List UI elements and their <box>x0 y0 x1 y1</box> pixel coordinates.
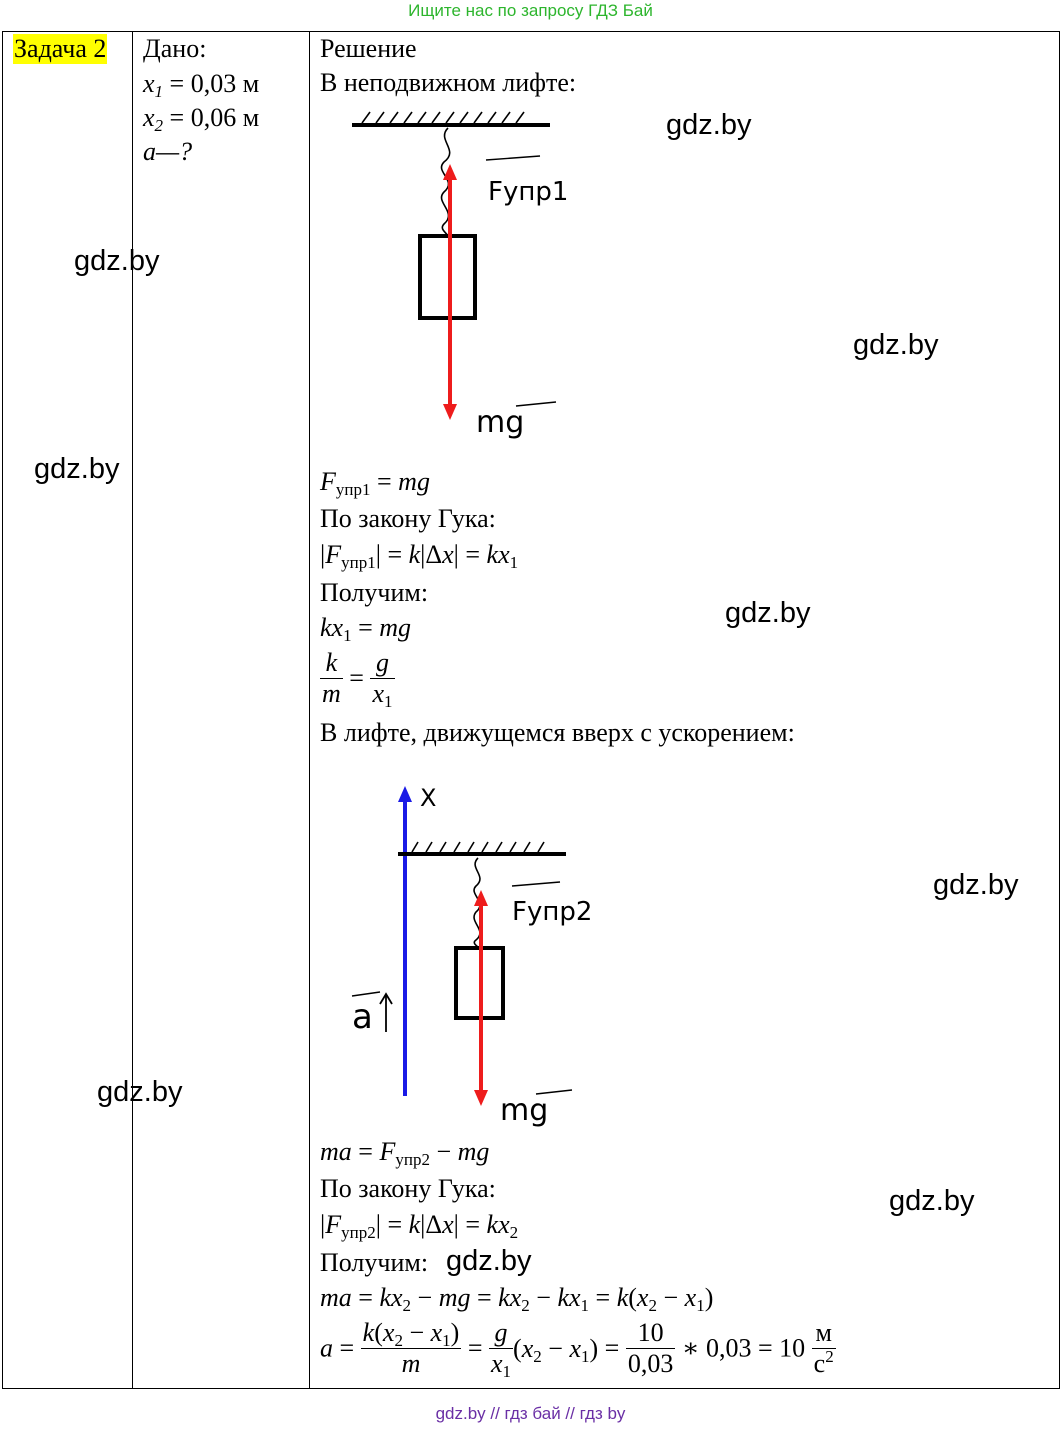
given-x2-symbol: x <box>143 103 155 132</box>
watermark: gdz.by <box>666 109 752 141</box>
equation-hooke-2: |Fупр2| = k|Δx| = kx2 <box>320 1210 519 1242</box>
watermark: gdz.by <box>34 453 120 485</box>
watermark: gdz.by <box>889 1185 975 1217</box>
diagram-accelerating-lift: X Fупр2 a mg <box>351 784 592 1128</box>
task-label: Задача 2 <box>13 34 108 64</box>
case1-heading: В неподвижном лифте: <box>320 68 577 97</box>
table-top-border <box>2 31 1060 32</box>
x-axis-label: X <box>420 784 436 812</box>
elastic-force-arrowhead-2 <box>474 890 488 906</box>
weight-vector-overbar-2 <box>535 1089 573 1095</box>
given-x1: x1 = 0,03 м <box>143 69 260 101</box>
given-x2-subscript: 2 <box>154 116 164 135</box>
watermark: gdz.by <box>933 869 1019 901</box>
spring-icon <box>440 127 451 239</box>
watermark: gdz.by <box>74 245 160 277</box>
equation-balance-1: Fупр1 = mg <box>320 467 430 499</box>
hooke-law-heading-2: По закону Гука: <box>320 1174 496 1203</box>
acceleration-overbar <box>351 991 381 997</box>
ceiling-hatching-2 <box>411 841 545 853</box>
given-x2: x2 = 0,06 м <box>143 103 260 135</box>
equation-newton: ma = Fупр2 − mg <box>320 1137 490 1169</box>
ceiling-hatching <box>361 111 525 124</box>
given-x2-value: = 0,06 м <box>169 103 260 132</box>
watermark: gdz.by <box>97 1076 183 1108</box>
elastic-force-label-2: Fупр2 <box>512 897 592 927</box>
x-axis-arrowhead <box>398 786 412 802</box>
force-vector-overbar-2 <box>511 881 561 887</box>
given-x1-symbol: x <box>143 69 155 98</box>
weight-label: mg <box>476 405 524 440</box>
equation-result-1: kx1 = mg <box>320 613 412 645</box>
acceleration-arrow-head <box>379 992 393 1005</box>
weight-vector-overbar-1 <box>515 401 557 407</box>
case2-heading: В лифте, движущемся вверх с ускорением: <box>320 718 795 747</box>
watermark: gdz.by <box>725 597 811 629</box>
watermark: gdz.by <box>853 329 939 361</box>
given-x1-subscript: 1 <box>154 82 164 101</box>
equation-hooke-1: |Fупр1| = k|Δx| = kx1 <box>320 540 519 572</box>
given-question: a—? <box>143 137 193 166</box>
given-x1-value: = 0,03 м <box>169 69 260 98</box>
watermark: gdz.by <box>446 1245 532 1277</box>
elastic-force-arrowhead <box>443 164 457 180</box>
acceleration-label: a <box>352 997 373 1037</box>
result-heading-1: Получим: <box>320 578 429 607</box>
column-divider-1 <box>132 31 133 1389</box>
load-block <box>418 234 477 320</box>
hooke-law-heading-1: По закону Гука: <box>320 504 496 533</box>
elastic-force-label: Fупр1 <box>488 177 568 207</box>
table-right-border <box>1059 31 1060 1389</box>
header-note: Ищите нас по запросу ГДЗ Бай <box>408 1 653 20</box>
weight-label-2: mg <box>500 1093 548 1128</box>
solution-title: Решение <box>320 34 417 63</box>
given-title: Дано: <box>143 34 207 63</box>
gravity-force-arrowhead <box>443 404 457 420</box>
footer-note: gdz.by // гдз бай // гдз by <box>435 1404 626 1423</box>
spring-icon-2 <box>473 857 481 951</box>
column-divider-2 <box>309 31 310 1389</box>
table-left-border <box>2 31 3 1389</box>
result-heading-2: Получим: <box>320 1248 429 1277</box>
equation-result-2: ma = kx2 − mg = kx2 − kx1 = k(x2 − x1) <box>320 1283 714 1315</box>
diagram-stationary-lift: Fупр1 mg <box>352 111 568 440</box>
force-vector-overbar-1 <box>485 155 541 161</box>
gravity-force-arrowhead-2 <box>474 1090 488 1106</box>
table-bottom-border <box>2 1388 1060 1389</box>
